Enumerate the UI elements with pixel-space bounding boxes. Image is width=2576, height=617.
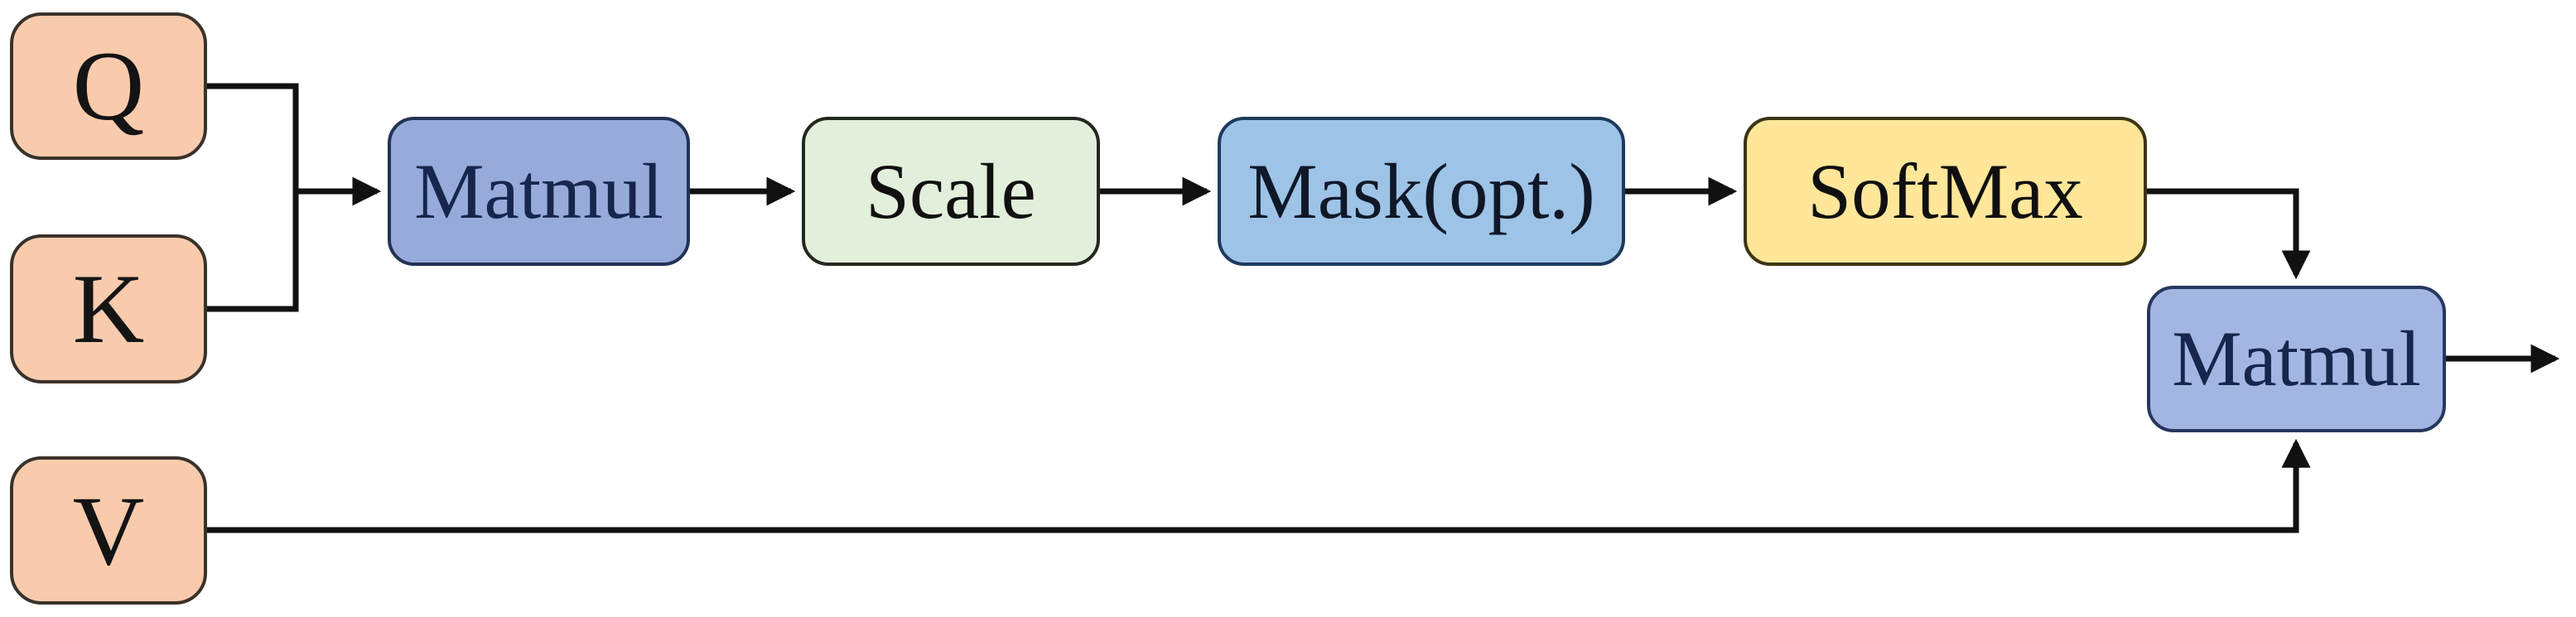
edge-v-to-matmul2 [207,438,2311,533]
node-mask-optional: Mask(opt.) [1218,117,1625,266]
node-matmul-1: Matmul [388,117,690,266]
edge-qk-merge [207,83,299,312]
node-k: K [10,234,207,383]
node-matmul-1-label: Matmul [414,147,663,235]
node-softmax-label: SoftMax [1807,147,2083,235]
node-k-label: K [72,253,145,364]
node-q-label: Q [72,31,145,141]
node-matmul-2-label: Matmul [2172,315,2421,402]
edge-softmax-to-matmul2 [2147,188,2311,280]
node-v: V [10,456,207,605]
node-matmul-2: Matmul [2147,286,2446,432]
node-mask-optional-label: Mask(opt.) [1247,147,1595,235]
node-softmax: SoftMax [1744,117,2147,266]
node-scale-label: Scale [866,147,1036,235]
node-v-label: V [72,475,145,586]
node-scale: Scale [802,117,1100,266]
node-q: Q [10,12,207,160]
